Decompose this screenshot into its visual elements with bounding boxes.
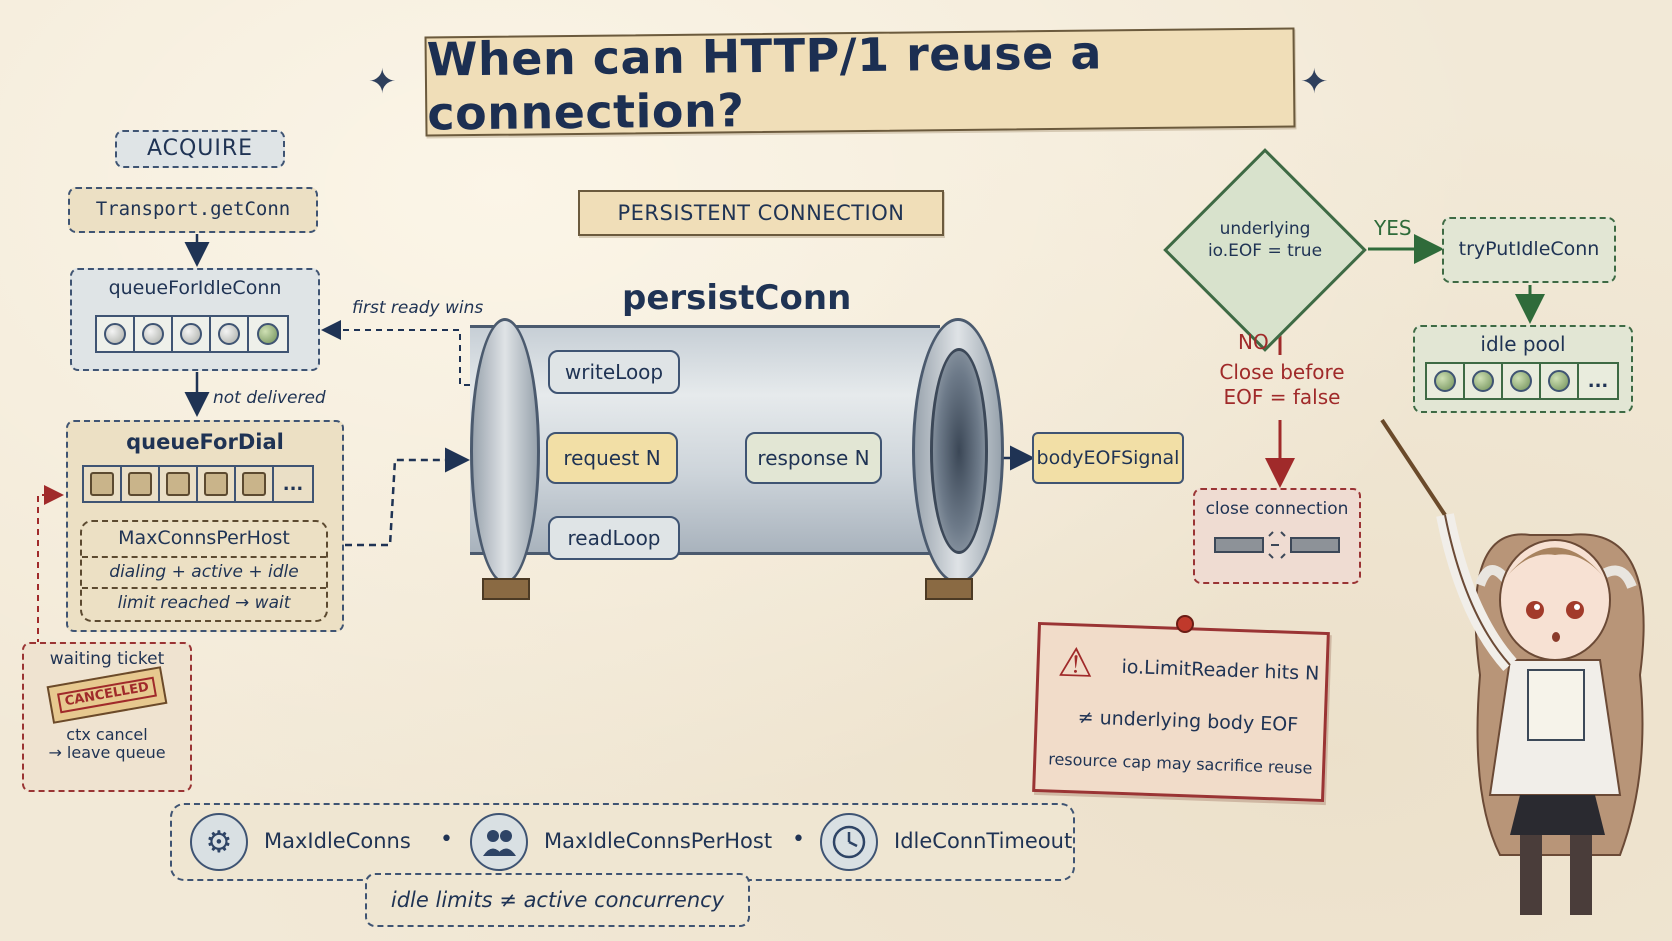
yes-label: YES xyxy=(1374,216,1412,240)
max-conns-box: MaxConnsPerHost dialing + active + idle … xyxy=(80,520,328,622)
acquire-label-text: ACQUIRE xyxy=(146,136,254,162)
condition-line2: io.EOF = true xyxy=(1207,241,1323,262)
dial-ticket xyxy=(242,472,266,496)
separator-dot: • xyxy=(792,827,805,852)
close-connection-text: close connection xyxy=(1205,499,1349,519)
idle-limits-footer-text: idle limits ≠ active concurrency xyxy=(390,887,725,912)
response-chip: response N xyxy=(745,432,882,484)
sparkle-right-icon: ✦ xyxy=(1300,62,1329,102)
idle-settings-bar: ⚙ MaxIdleConns • MaxIdleConnsPerHost • I… xyxy=(170,803,1075,881)
dial-ticket xyxy=(90,472,114,496)
slot-dot xyxy=(218,323,240,345)
dial-queue-slots: ... xyxy=(82,465,314,503)
idle-queue-slots xyxy=(95,315,289,353)
slot-dot xyxy=(142,323,164,345)
acquire-label: ACQUIRE xyxy=(115,130,285,168)
first-ready-wins-label: first ready wins xyxy=(352,298,484,318)
read-loop-text: readLoop xyxy=(567,526,661,550)
gear-glyph: ⚙ xyxy=(205,824,233,860)
write-loop-text: writeLoop xyxy=(564,360,664,384)
request-text: request N xyxy=(563,446,661,470)
try-put-idle-conn-text: tryPutIdleConn xyxy=(1458,238,1600,261)
dial-ticket xyxy=(128,472,152,496)
gear-icon: ⚙ xyxy=(190,813,248,871)
dial-ticket xyxy=(204,472,228,496)
close-before-line2: EOF = false xyxy=(1223,385,1341,409)
idle-dot xyxy=(1510,370,1532,392)
persist-conn-title: persistConn xyxy=(622,278,852,318)
leave-queue-text: → leave queue xyxy=(48,742,166,762)
write-loop-chip: writeLoop xyxy=(548,350,680,394)
sparkle-left-icon: ✦ xyxy=(368,62,397,102)
idle-pool-slots: ... xyxy=(1425,362,1619,400)
cancelled-stamp: CANCELLED xyxy=(57,675,157,714)
clock-icon xyxy=(820,813,878,871)
max-idle-conns-label: MaxIdleConns xyxy=(264,829,411,853)
persistent-connection-text: PERSISTENT CONNECTION xyxy=(617,201,905,225)
pipe-support-left xyxy=(482,578,530,600)
pipe-left-flange xyxy=(470,318,540,584)
limit-reader-warning-note: ⚠ io.LimitReader hits N ≠ underlying bod… xyxy=(1032,621,1330,803)
queue-idle-title: queueForIdleConn xyxy=(108,277,282,299)
get-conn-box: Transport.getConn xyxy=(68,187,318,233)
dial-slot-ellipsis: ... xyxy=(282,473,304,495)
separator-dot: • xyxy=(440,827,453,852)
max-conns-title: MaxConnsPerHost xyxy=(82,527,326,558)
waiting-ticket-title: waiting ticket xyxy=(49,649,165,669)
people-icon xyxy=(470,813,528,871)
people-glyph xyxy=(483,830,516,856)
slot-dot xyxy=(180,323,202,345)
warning-line1: io.LimitReader hits N xyxy=(1121,655,1320,685)
no-label: NO xyxy=(1238,330,1269,354)
response-text: response N xyxy=(757,446,870,470)
idle-limits-footer: idle limits ≠ active concurrency xyxy=(365,873,750,927)
push-pin-icon xyxy=(1176,615,1194,633)
mascot-illustration xyxy=(1380,418,1645,915)
idle-dot xyxy=(1548,370,1570,392)
idle-conn-timeout-label: IdleConnTimeout xyxy=(894,829,1073,853)
condition-line1: underlying xyxy=(1219,219,1311,239)
idle-dot xyxy=(1434,370,1456,392)
waiting-ticket-box: waiting ticket CANCELLED ctx cancel → le… xyxy=(22,642,192,792)
idle-dot xyxy=(1472,370,1494,392)
dialing-active-idle-text: dialing + active + idle xyxy=(82,558,326,590)
broken-pipe-icon xyxy=(1214,530,1340,559)
cancelled-ticket-icon: CANCELLED xyxy=(46,665,168,724)
close-connection-box: close connection xyxy=(1193,488,1361,584)
slot-dot-ready xyxy=(257,323,279,345)
persistent-connection-label: PERSISTENT CONNECTION xyxy=(578,190,944,236)
pipe-support-right xyxy=(925,578,973,600)
warning-icon: ⚠ xyxy=(1056,639,1095,687)
clock-glyph xyxy=(832,825,866,859)
request-chip: request N xyxy=(546,432,678,484)
decision-condition: underlying io.EOF = true xyxy=(1195,218,1335,262)
idle-slot-ellipsis: ... xyxy=(1587,370,1609,392)
idle-pool-title: idle pool xyxy=(1480,332,1566,356)
get-conn-text: Transport.getConn xyxy=(95,198,291,221)
close-before-line1: Close before xyxy=(1219,360,1345,384)
dial-ticket xyxy=(166,472,190,496)
max-idle-conns-per-host-label: MaxIdleConnsPerHost xyxy=(544,829,773,853)
not-delivered-label: not delivered xyxy=(213,388,326,408)
limit-reached-text: limit reached → wait xyxy=(117,593,291,614)
slot-dot xyxy=(104,323,126,345)
body-eof-signal-box: bodyEOFSignal xyxy=(1032,432,1184,484)
warning-line3: resource cap may sacrifice reuse xyxy=(1047,749,1313,778)
try-put-idle-conn-box: tryPutIdleConn xyxy=(1442,217,1616,283)
body-eof-signal-text: bodyEOFSignal xyxy=(1036,447,1180,469)
warning-line2: ≠ underlying body EOF xyxy=(1077,706,1299,737)
read-loop-chip: readLoop xyxy=(548,516,680,560)
close-before-eof: Close before EOF = false xyxy=(1190,360,1374,410)
ctx-cancel-text: ctx cancel xyxy=(66,724,148,744)
queue-dial-box: queueForDial xyxy=(66,420,344,632)
queue-dial-title: queueForDial xyxy=(126,430,284,454)
pipe-opening xyxy=(930,348,988,554)
